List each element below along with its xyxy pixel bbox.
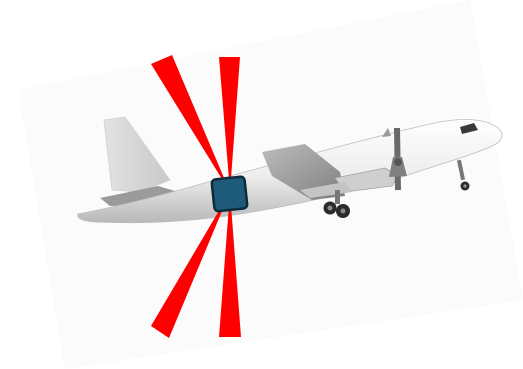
highlight-marker (211, 176, 247, 211)
